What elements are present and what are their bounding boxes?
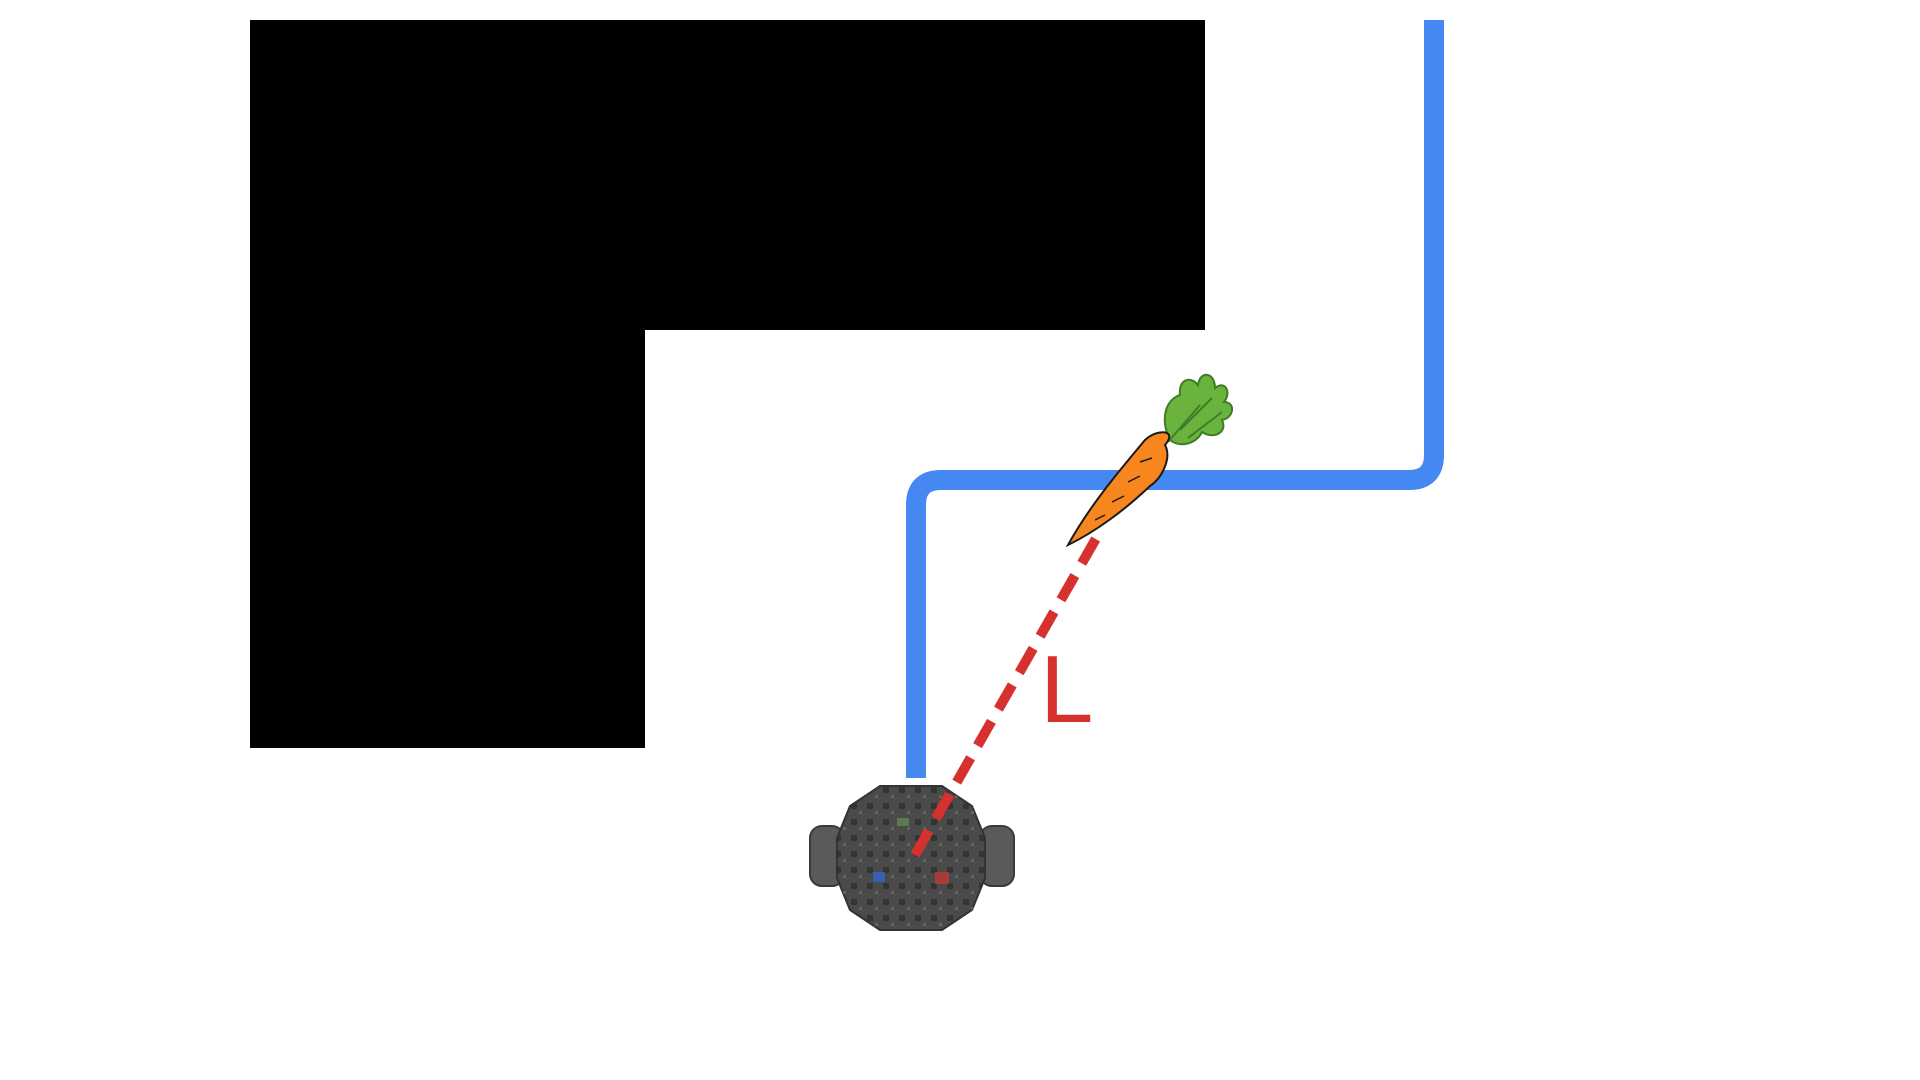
obstacle: [250, 20, 1205, 748]
robot-component-red: [935, 872, 949, 884]
lookahead-label: L: [1040, 636, 1093, 743]
carrot-icon: [1065, 373, 1233, 548]
robot-icon: [809, 785, 1015, 931]
robot-component-green: [897, 818, 909, 826]
lookahead-line: [910, 532, 1103, 858]
carrot-leaf-veins: [1167, 397, 1223, 443]
planned-path: [906, 20, 1444, 778]
carrot-body-lines: [1094, 457, 1153, 521]
robot-chassis-pattern: [837, 786, 985, 930]
robot-component-blue: [873, 872, 885, 882]
